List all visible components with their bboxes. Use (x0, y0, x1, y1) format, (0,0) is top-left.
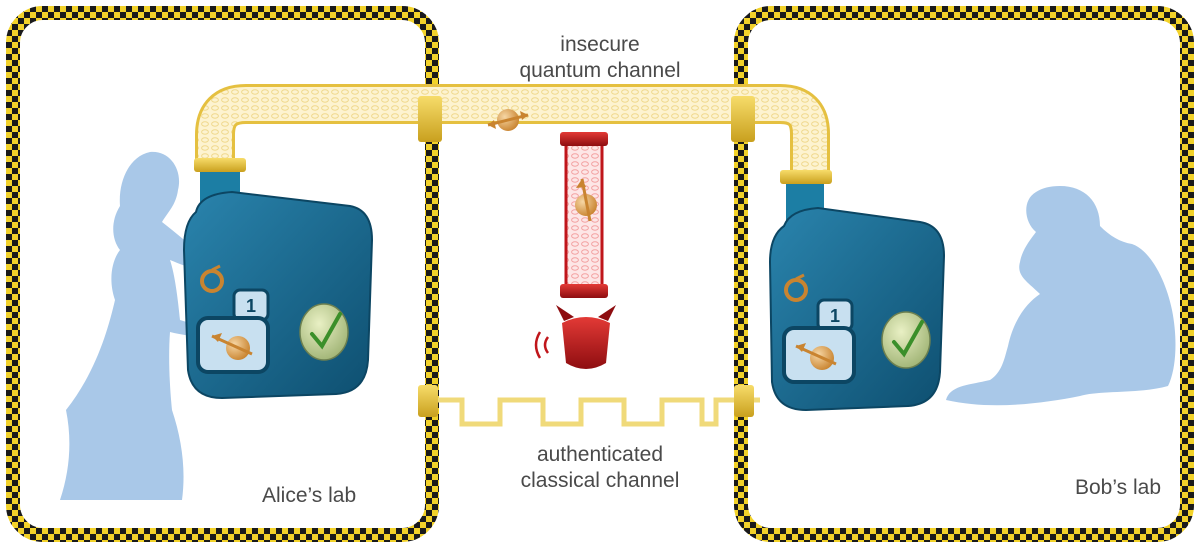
classical-connector-left (418, 385, 438, 417)
quantum-connector-left (418, 96, 442, 142)
checkmark-icon (299, 303, 349, 361)
quantum-device-bob-icon (768, 170, 946, 412)
quantum-channel-pipe (195, 84, 830, 175)
alice-lab-border (6, 6, 439, 542)
quantum-device-alice-icon (182, 158, 374, 400)
quantum-channel-label: insecure quantum channel (480, 32, 720, 84)
classical-channel-label-line2: classical channel (520, 469, 680, 492)
bob-lab-label: Bob’s lab (1075, 476, 1162, 499)
bob-lab-border (734, 6, 1194, 542)
intercepted-photon-icon (575, 178, 597, 222)
checkmark-bob-icon (881, 311, 931, 369)
alice-lab-label: Alice’s lab (262, 484, 357, 507)
quantum-channel-label-line2: quantum channel (519, 59, 681, 82)
classical-connector-right (734, 385, 754, 417)
devil-eavesdropper-icon (534, 305, 616, 369)
counter-alice: 1 (246, 296, 256, 316)
eavesdrop-tap-pipe (560, 132, 608, 298)
classical-channel-label-line1: authenticated (536, 443, 664, 466)
bob-silhouette-icon (946, 186, 1176, 406)
quantum-channel-label-line1: insecure (560, 33, 640, 56)
quantum-connector-right (731, 96, 755, 142)
alice-silhouette-icon (60, 151, 228, 500)
classical-channel-wire (418, 385, 760, 427)
photon-qubit-icon (487, 109, 529, 131)
counter-bob: 1 (830, 306, 840, 326)
classical-channel-label: authenticated classical channel (470, 442, 730, 494)
